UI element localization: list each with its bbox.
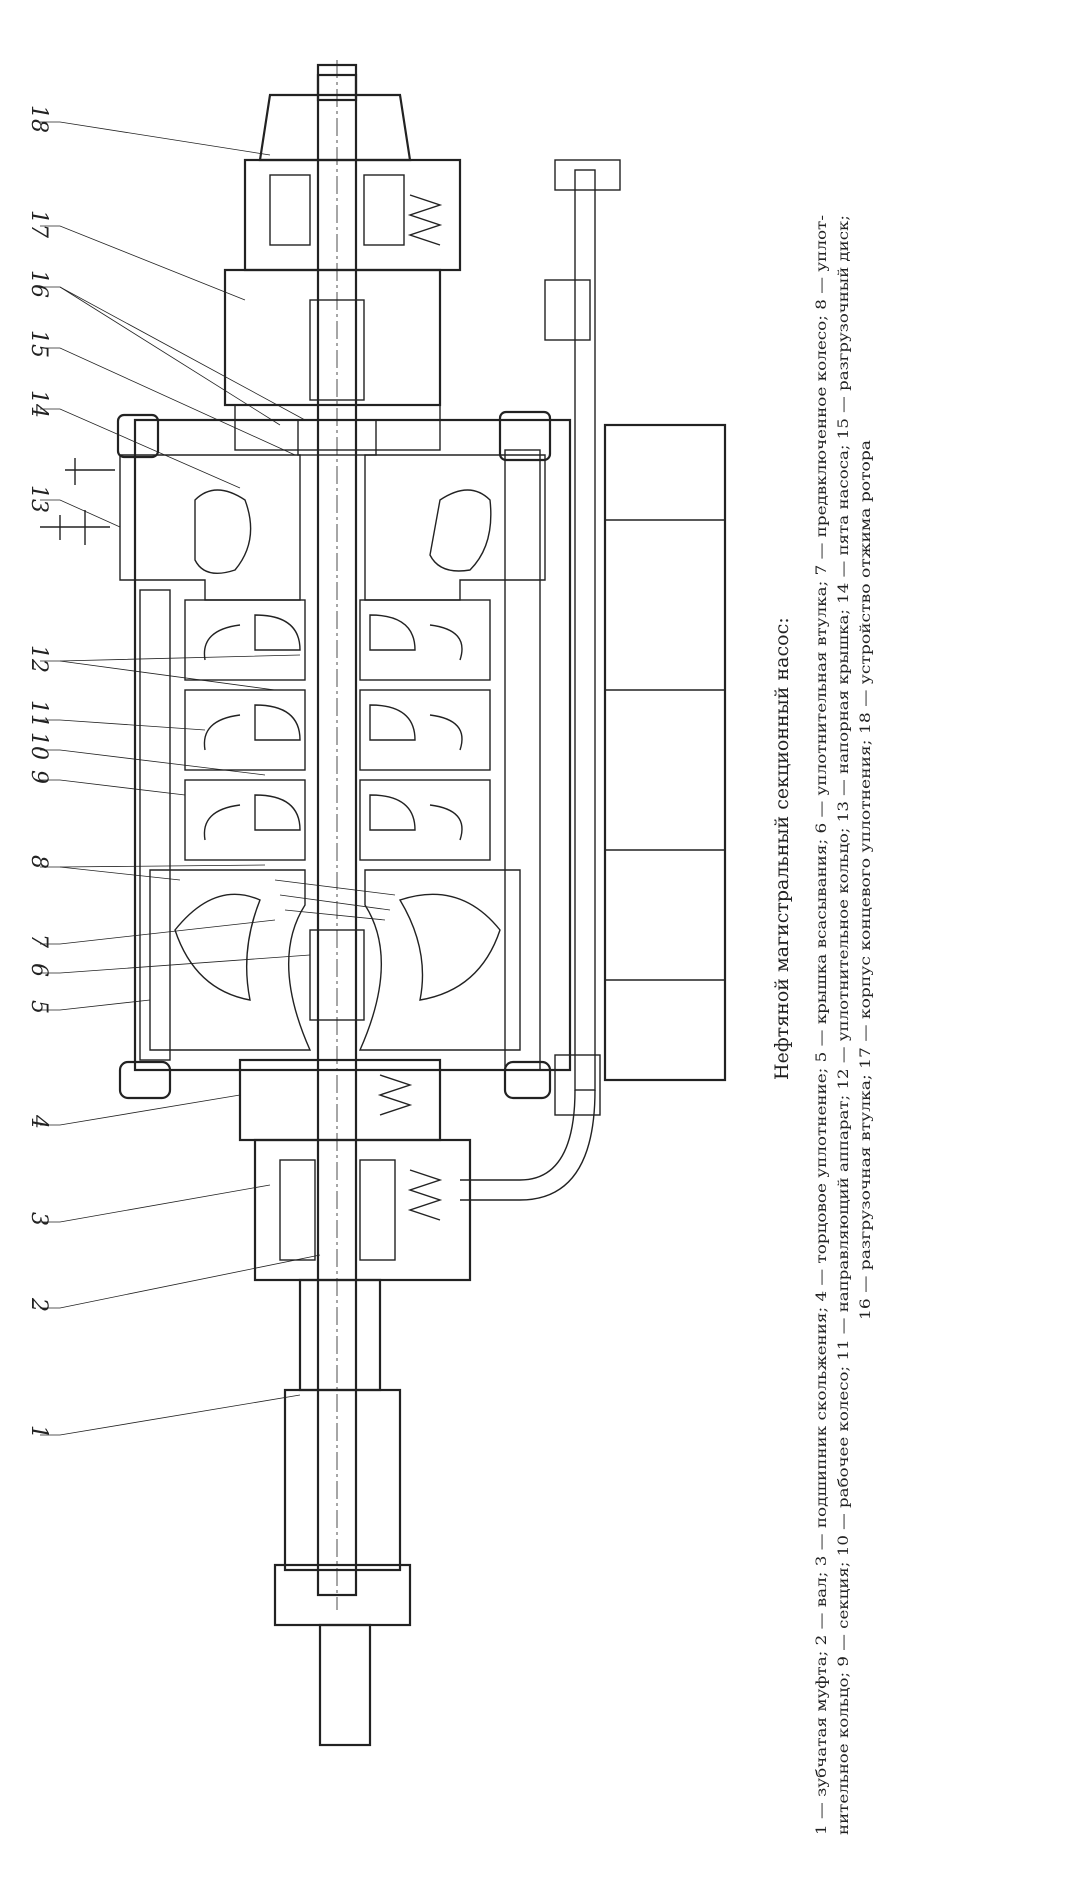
- callout-12: 12: [26, 645, 51, 673]
- shaft-group: [309, 60, 365, 1610]
- callout-3: 3: [26, 1212, 51, 1226]
- rotor-push-device: [258, 93, 412, 162]
- flange: [544, 279, 591, 341]
- section: [359, 599, 491, 681]
- section: [184, 779, 306, 861]
- discharge-cover: [119, 454, 301, 601]
- tie-rod-left: [139, 589, 171, 1061]
- callout-7: 7: [26, 934, 51, 948]
- callout-11: 11: [26, 700, 51, 728]
- callout-5: 5: [26, 1000, 51, 1014]
- suction-inlet: [398, 893, 501, 1001]
- callout-14: 14: [26, 390, 51, 418]
- thrust-bearing: [363, 174, 405, 246]
- caption: Нефтяной магистральный секционный насос:…: [771, 215, 874, 1835]
- impeller: [254, 704, 301, 741]
- shaft-sleeve: [309, 299, 365, 401]
- impeller: [254, 614, 301, 651]
- discharge-cover: [364, 454, 546, 601]
- suction-inlet: [174, 893, 261, 1001]
- tie-bolt-nut: [503, 1060, 552, 1100]
- suction-cover: [149, 869, 312, 1051]
- tie-bolt-nut: [118, 1060, 172, 1100]
- pump-assembly: [116, 410, 572, 1100]
- inducer-blades: [274, 879, 396, 921]
- impeller: [369, 794, 416, 831]
- pipe-bend: [460, 1089, 596, 1201]
- section: [184, 689, 306, 771]
- volute-right: [429, 489, 492, 572]
- bearing-spring: [407, 1169, 443, 1221]
- gauge-fitting: [65, 458, 115, 485]
- section: [184, 599, 306, 681]
- callout-labels: 18 17 16 15 14 13 12 11 10 9 8 7 6 5 4 3…: [26, 105, 51, 1439]
- tie-bolt-nut: [116, 413, 160, 459]
- balancing-sleeve: [297, 419, 377, 456]
- balancing-disc: [234, 404, 441, 451]
- flange: [554, 159, 621, 191]
- bearing-spring: [407, 194, 443, 246]
- caption-title: Нефтяной магистральный секционный насос:: [771, 617, 793, 1080]
- impeller: [369, 614, 416, 651]
- callout-17: 17: [26, 210, 51, 238]
- callout-9: 9: [26, 770, 51, 784]
- upper-end-assembly: [40, 63, 462, 545]
- diffuser-vane: [429, 804, 463, 841]
- diffuser-vane: [203, 804, 241, 841]
- callout-4: 4: [26, 1114, 51, 1129]
- impeller: [254, 794, 301, 831]
- gear-coupling-sleeve: [283, 1388, 402, 1572]
- gauge-fitting: [40, 510, 110, 545]
- seal-sleeve: [309, 929, 365, 1021]
- caption-line: нительное кольцо; 9 — секция; 10 — рабоч…: [836, 215, 852, 1835]
- plain-bearing: [359, 1159, 396, 1261]
- rotor-push-device-cap: [316, 63, 358, 102]
- seal-spring: [377, 1074, 413, 1116]
- callout-18: 18: [26, 105, 51, 133]
- pipe-bend: [460, 1089, 576, 1181]
- motor-shaft: [318, 1623, 372, 1747]
- callout-13: 13: [26, 485, 51, 513]
- mechanical-seal: [238, 1058, 442, 1142]
- plain-bearing-housing: [253, 1138, 472, 1282]
- end-seal-housing: [223, 268, 442, 407]
- suction-cover: [358, 869, 521, 1051]
- lower-end-assembly: [238, 1058, 472, 1747]
- callout-16: 16: [26, 270, 51, 298]
- caption-line: 16 — разгрузочная втулка; 17 — корпус ко…: [858, 440, 874, 1320]
- caption-line: 1 — зубчатая муфта; 2 — вал; 3 — подшипн…: [814, 215, 830, 1835]
- section: [359, 779, 491, 861]
- section: [359, 689, 491, 771]
- pump-stages: [184, 599, 491, 861]
- tie-bolt-nut: [498, 410, 552, 462]
- callout-leaders: [40, 121, 321, 1436]
- diffuser-vane: [429, 624, 463, 661]
- plain-bearing: [279, 1159, 316, 1261]
- diffuser-vane: [203, 624, 241, 661]
- diffuser-vane: [203, 714, 241, 751]
- callout-15: 15: [26, 330, 51, 358]
- callout-1: 1: [26, 1425, 51, 1439]
- callout-2: 2: [26, 1297, 51, 1312]
- volute-left: [194, 489, 252, 574]
- gear-coupling-hub: [298, 1278, 382, 1392]
- callout-6: 6: [26, 963, 51, 977]
- base-frame: [603, 423, 727, 1082]
- thrust-bearing-housing: [243, 158, 462, 272]
- valve: [554, 1054, 601, 1116]
- balance-line-pipe: [574, 169, 596, 1091]
- callout-8: 8: [26, 855, 51, 869]
- impeller: [369, 704, 416, 741]
- tie-rod-right: [504, 449, 541, 1071]
- callout-10: 10: [26, 732, 51, 760]
- thrust-bearing: [269, 174, 311, 246]
- side-piping: [460, 159, 727, 1201]
- diffuser-vane: [429, 714, 463, 751]
